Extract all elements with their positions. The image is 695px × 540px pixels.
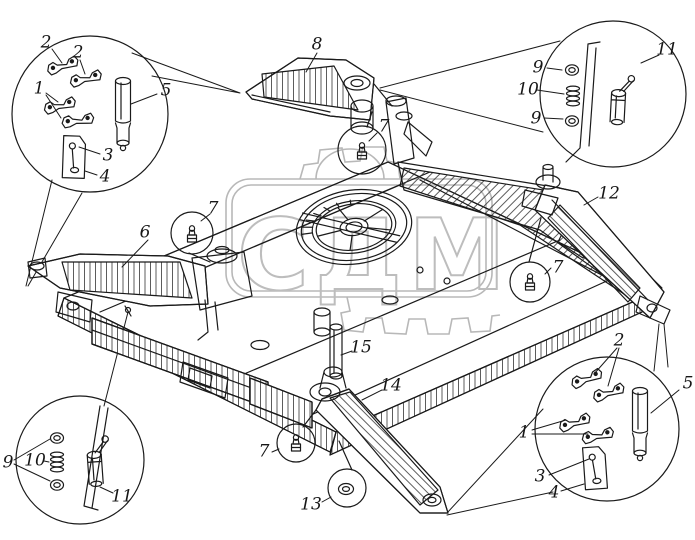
- watermark-gear-bottom: [340, 296, 501, 335]
- outrigger-arm-12: [521, 163, 671, 325]
- callout-15: 15: [350, 337, 372, 358]
- chassis-frame: [55, 95, 663, 456]
- callout-2: 2: [72, 42, 84, 63]
- turntable-ring: [295, 188, 413, 266]
- callout-7: 7: [378, 116, 390, 137]
- detail-circle-topright: [539, 20, 687, 168]
- callout-9: 9: [2, 452, 14, 473]
- callout-1: 1: [33, 78, 45, 99]
- watermark: СДМ: [225, 146, 512, 335]
- outrigger-arm-6: [27, 245, 253, 341]
- callout-7: 7: [207, 198, 219, 219]
- callout-8: 8: [311, 34, 323, 55]
- callout-leader-lines: [13, 48, 680, 503]
- callout-2: 2: [40, 32, 52, 53]
- callout-1: 1: [518, 422, 530, 443]
- watermark-gear-top: [299, 146, 401, 180]
- callout-9: 9: [530, 108, 542, 129]
- callout-11: 11: [111, 486, 133, 507]
- callout-3: 3: [102, 145, 114, 166]
- callout-4: 4: [548, 482, 560, 503]
- detail-circle-topleft: [11, 35, 169, 193]
- callout-12: 12: [598, 183, 620, 204]
- callout-7: 7: [258, 441, 270, 462]
- callout-6: 6: [139, 222, 151, 243]
- axle-pin-15: [329, 323, 343, 380]
- callout-5: 5: [160, 80, 172, 101]
- callout-10: 10: [517, 79, 539, 100]
- callout-5: 5: [682, 373, 694, 394]
- watermark-text: СДМ: [237, 199, 512, 313]
- callout-7: 7: [552, 257, 564, 278]
- callout-2: 2: [613, 330, 625, 351]
- outrigger-arm-14: [309, 366, 449, 514]
- callout-11: 11: [656, 39, 678, 60]
- detail-circle-bottomleft: [15, 395, 145, 525]
- callout-14: 14: [380, 375, 402, 396]
- outrigger-arm-8: [245, 57, 393, 135]
- detail-circle-bottomright: [534, 356, 680, 502]
- callout-4: 4: [99, 166, 111, 187]
- callout-9: 9: [532, 57, 544, 78]
- ring-detail-circle-13: [327, 440, 367, 508]
- callout-10: 10: [24, 450, 46, 471]
- callout-13: 13: [300, 494, 322, 515]
- grease-fitting-circles: [170, 111, 551, 463]
- callout-3: 3: [534, 466, 546, 487]
